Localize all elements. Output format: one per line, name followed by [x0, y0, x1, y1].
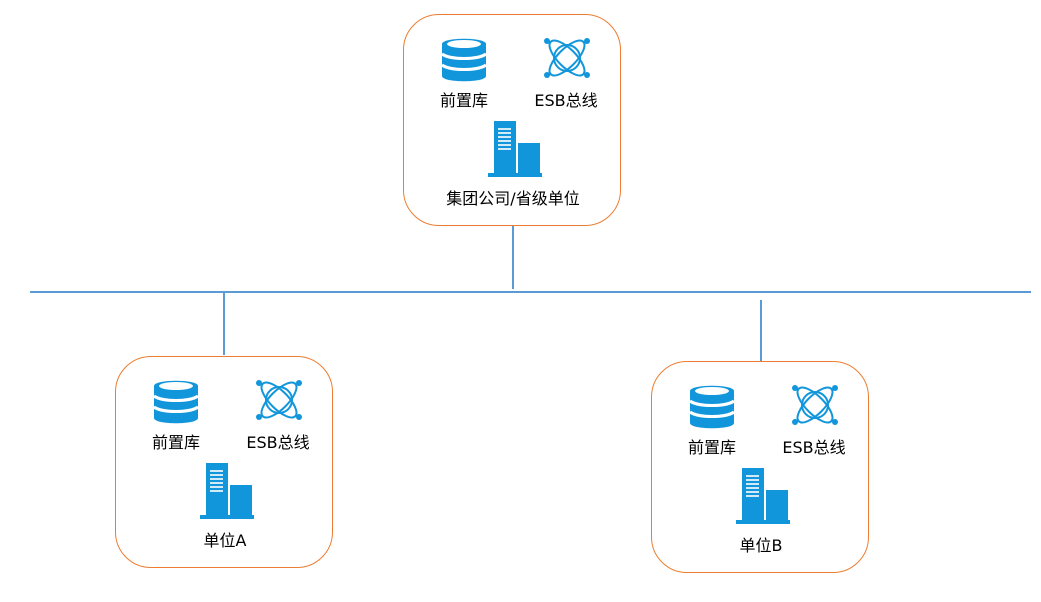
api-icon	[790, 380, 840, 430]
esb-label: ESB总线	[246, 433, 310, 452]
db-label: 前置库	[151, 433, 200, 452]
db-label: 前置库	[439, 91, 488, 110]
network-bus-line	[30, 291, 1031, 293]
api-icon	[542, 33, 592, 83]
database-icon	[440, 35, 488, 85]
node-unit-a: 前置库 ESB总线 单位A	[115, 356, 333, 568]
connector-bus-to-unit-a	[223, 293, 225, 355]
esb-label: ESB总线	[782, 438, 846, 457]
api-icon	[254, 375, 304, 425]
node-hq: 前置库 ESB总线 集团公司/省级单位	[403, 14, 621, 226]
database-icon	[688, 382, 736, 432]
node-name-label: 单位A	[203, 531, 247, 550]
node-name-label: 单位B	[739, 536, 783, 555]
node-unit-b: 前置库 ESB总线 单位B	[651, 361, 869, 573]
server-building-icon	[200, 463, 254, 519]
db-label: 前置库	[687, 438, 736, 457]
database-icon	[152, 377, 200, 427]
connector-bus-to-unit-b	[760, 300, 762, 361]
connector-hq-to-bus	[512, 226, 514, 289]
node-name-label: 集团公司/省级单位	[446, 189, 580, 208]
esb-label: ESB总线	[534, 91, 598, 110]
server-building-icon	[736, 468, 790, 524]
server-building-icon	[488, 121, 542, 177]
